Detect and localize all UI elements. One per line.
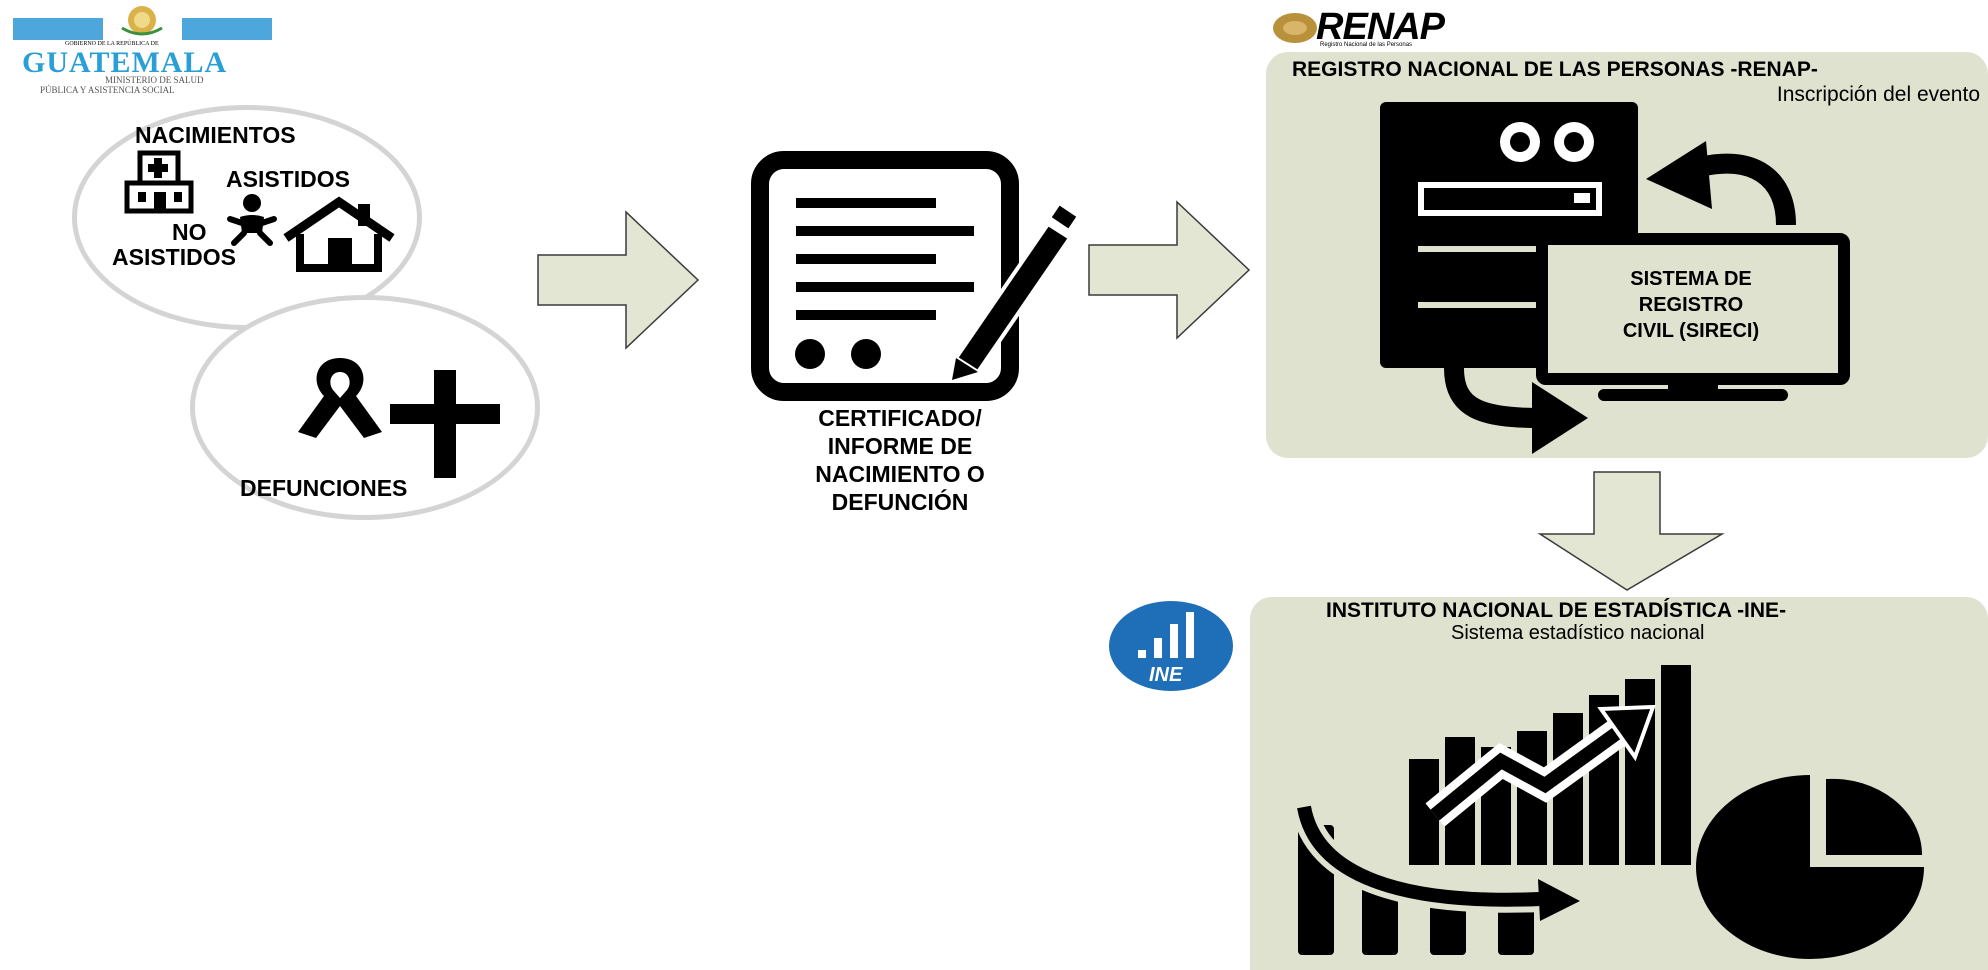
refresh-arrow-icon xyxy=(1646,141,1796,226)
ine-logo-icon xyxy=(1109,601,1233,691)
arrow-right-icon xyxy=(537,210,700,350)
logo-title: GUATEMALA xyxy=(22,46,228,79)
ministry-logo: GOBIERNO DE LA REPÚBLICA DE GUATEMALA MI… xyxy=(10,4,275,95)
arrow-right-icon xyxy=(1088,200,1251,340)
certificate-label: CERTIFICADO/ INFORME DE NACIMIENTO O DEF… xyxy=(760,404,1040,516)
certificate-line: NACIMIENTO O xyxy=(815,461,985,487)
guatemala-flag-icon xyxy=(13,6,272,40)
renap-logo: RENAP Registro Nacional de las Personas xyxy=(1272,6,1512,52)
ine-panel-subtitle: Sistema estadístico nacional xyxy=(1451,622,1705,644)
renap-emblem-icon xyxy=(1273,13,1317,43)
renap-logo-tagline: Registro Nacional de las Personas xyxy=(1320,42,1413,48)
certificate-line: INFORME DE xyxy=(827,433,973,459)
renap-panel-subtitle: Inscripción del evento xyxy=(1776,83,1980,106)
deaths-label: DEFUNCIONES xyxy=(240,475,408,501)
growth-chart-icon xyxy=(1409,665,1691,865)
house-icon xyxy=(283,196,395,272)
sireci-line: REGISTRO xyxy=(1638,294,1744,316)
monitor-icon xyxy=(1536,233,1850,401)
certificate-document-icon xyxy=(751,151,1077,401)
pie-chart-icon xyxy=(1696,775,1924,959)
assisted-label: ASISTIDOS xyxy=(226,166,350,192)
ine-logo-text: INE xyxy=(1149,664,1183,686)
not-assisted-line1: NO xyxy=(172,219,207,245)
certificate-line: CERTIFICADO/ xyxy=(818,405,982,431)
sireci-line: SISTEMA DE xyxy=(1630,268,1752,290)
arrow-down-icon xyxy=(1537,471,1725,591)
logo-pre-title: GOBIERNO DE LA REPÚBLICA DE xyxy=(65,41,159,47)
sireci-label: SISTEMA DE REGISTRO CIVIL (SIRECI) xyxy=(1556,266,1826,344)
logo-ministry-line1: MINISTERIO DE SALUD xyxy=(105,75,204,85)
cross-icon xyxy=(390,370,500,478)
logo-ministry-line2: PÚBLICA Y ASISTENCIA SOCIAL xyxy=(40,85,175,95)
sireci-line: CIVIL (SIRECI) xyxy=(1622,320,1760,342)
hospital-icon xyxy=(124,150,194,214)
decline-chart-icon xyxy=(1291,804,1580,955)
baby-icon xyxy=(227,194,277,246)
ribbon-icon xyxy=(298,358,382,438)
not-assisted-line2: ASISTIDOS xyxy=(112,244,236,270)
certificate-line: DEFUNCIÓN xyxy=(831,489,969,515)
renap-panel-title: REGISTRO NACIONAL DE LAS PERSONAS -RENAP… xyxy=(1292,58,1818,81)
renap-logo-text: RENAP xyxy=(1316,6,1445,48)
ine-panel-title: INSTITUTO NACIONAL DE ESTADÍSTICA -INE- xyxy=(1326,599,1787,622)
births-title: NACIMIENTOS xyxy=(135,122,296,148)
return-arrow-icon xyxy=(1444,367,1588,454)
